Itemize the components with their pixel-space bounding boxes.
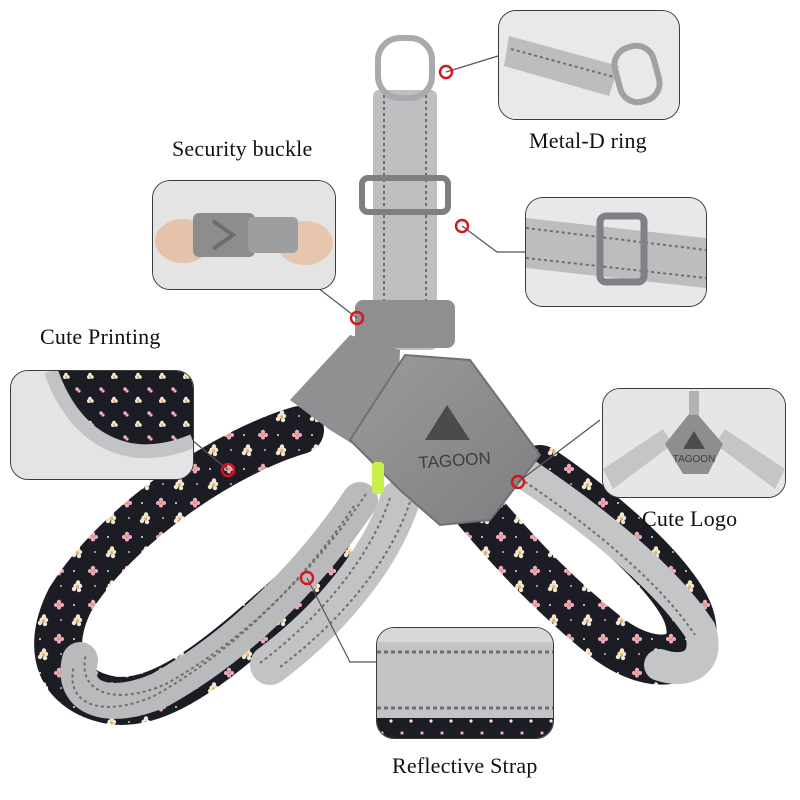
inset-security-buckle [152,180,336,290]
security-buckle [355,300,455,348]
marker-slider [454,218,470,234]
inset-metal-d-ring [498,10,680,120]
marker-d-ring [438,64,454,80]
inset-cute-printing [10,370,194,480]
slider-closeup [526,198,706,306]
strap-slider [359,175,451,215]
marker-reflective [299,570,315,586]
label-security-buckle: Security buckle [172,136,313,161]
printing-closeup [11,371,193,479]
buckle-closeup [153,181,335,289]
inset-cute-logo: TAGOON [602,388,786,498]
marker-logo [510,474,526,490]
d-ring-closeup [499,11,679,119]
label-cute-printing: Cute Printing [40,324,161,349]
inset-reflective-strap [376,627,554,739]
marker-printing [220,462,236,478]
wolf-logo-mark [425,405,470,440]
label-cute-logo: Cute Logo [642,506,738,531]
neck-strap [373,90,437,350]
label-metal-d-ring: Metal-D ring [529,128,647,153]
logo-closeup: TAGOON [603,389,785,497]
green-led [372,462,384,494]
reflective-closeup [377,628,553,738]
label-reflective-strap: Reflective Strap [392,753,538,778]
right-strap-reflective-side [504,454,719,685]
inset-logo-text: TAGOON [673,454,716,465]
metal-d-ring [375,35,435,101]
inset-strap-slider [525,197,707,307]
center-chest-strap [250,480,420,685]
marker-buckle [349,310,365,326]
callout-markers [220,64,526,586]
